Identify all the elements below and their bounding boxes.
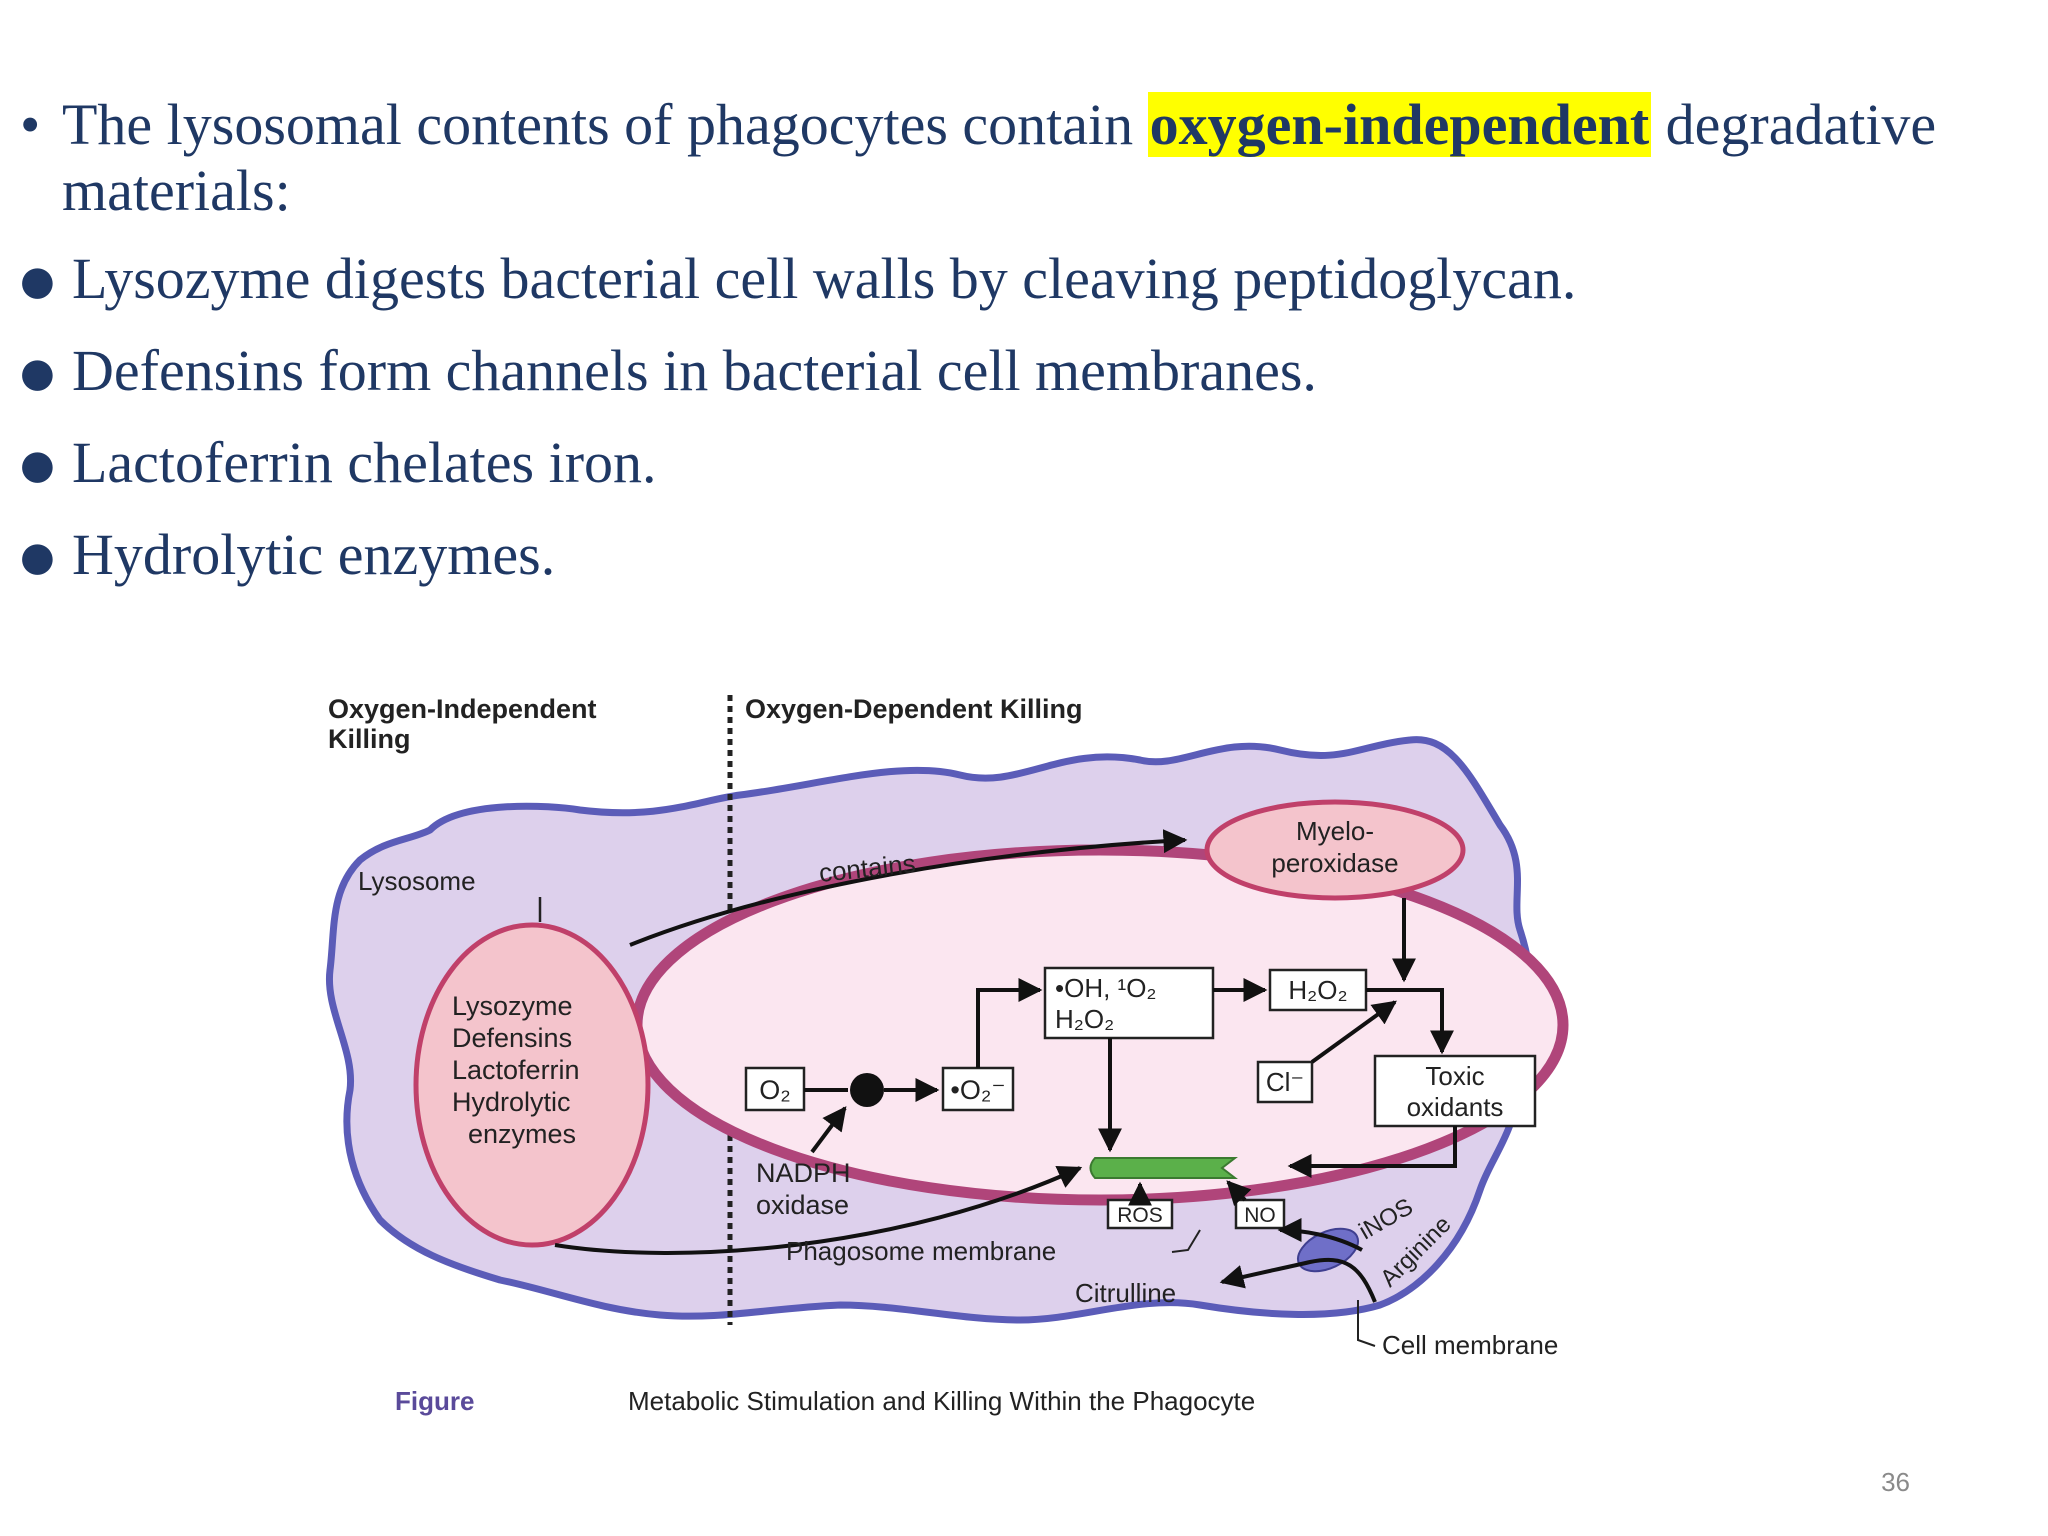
radicals-line2: H₂O₂ (1055, 1004, 1114, 1034)
lysosome-to-bacterium-arrow (554, 1166, 1083, 1255)
citrulline-label: Citrulline (1075, 1278, 1176, 1308)
intro-text: The lysosomal contents of phagocytes con… (62, 92, 2030, 224)
h2o2-to-toxic-arrow (1366, 988, 1454, 1055)
lysosome-content-hydrolytic: Hydrolytic (452, 1087, 571, 1117)
phagocyte-diagram: Oxygen-Independent Killing Oxygen-Depend… (325, 694, 1569, 1416)
nadph-oxidase-dot (850, 1073, 884, 1107)
lysosome-label: Lysosome (358, 866, 476, 896)
left-heading-line2: Killing (328, 724, 411, 754)
sub-bullet-defensins: ● Defensins form channels in bacterial ce… (20, 338, 2030, 408)
chloride-box (1256, 1060, 1314, 1104)
chloride-label: Cl⁻ (1266, 1067, 1304, 1097)
nadph-label-line1: NADPH (756, 1158, 851, 1188)
toxic-to-bacterium-arrow (1287, 1126, 1457, 1178)
myeloperoxidase-line2: peroxidase (1271, 848, 1398, 878)
cell-membrane-label: Cell membrane (1382, 1330, 1558, 1360)
radicals-line1: •OH, ¹O₂ (1055, 973, 1157, 1003)
superoxide-to-radicals-arrow (976, 978, 1043, 1068)
sub-bullet-text: Hydrolytic enzymes. (72, 522, 556, 587)
superoxide-box (941, 1066, 1015, 1112)
cell-membrane-pointer (1357, 1300, 1376, 1347)
sub-bullet-hydrolytic: ● Hydrolytic enzymes. (20, 522, 2030, 592)
right-heading: Oxygen-Dependent Killing (745, 694, 1083, 724)
bullet-dot: ● (20, 258, 55, 304)
sub-bullet-lactoferrin: ● Lactoferrin chelates iron. (20, 430, 2030, 500)
bacterium (1089, 1157, 1238, 1179)
lysosome-content-defensins: Defensins (452, 1023, 572, 1053)
phagosome-membrane-label: Phagosome membrane (786, 1236, 1056, 1266)
sub-bullet-lysozyme: ● Lysozyme digests bacterial cell walls b… (20, 246, 2030, 316)
left-heading-line1: Oxygen-Independent (328, 694, 597, 724)
toxic-oxidants-box (1373, 1054, 1537, 1128)
figure-label: Figure (395, 1386, 474, 1416)
no-label: NO (1244, 1204, 1276, 1227)
lysosome (413, 922, 651, 1248)
lysosome-content-enzymes: enzymes (468, 1119, 576, 1149)
h2o2-box (1268, 968, 1368, 1012)
intro-text-start: The lysosomal contents of phagocytes con… (62, 92, 1148, 157)
page-number: 36 (1881, 1467, 1910, 1497)
bullet-dot: • (20, 92, 41, 157)
toxic-oxidants-line1: Toxic (1425, 1061, 1484, 1091)
phagosome-membrane-pointer (1171, 1229, 1201, 1253)
myeloperoxidase (1204, 799, 1466, 901)
nadph-label-line2: oxidase (756, 1190, 849, 1220)
slide-body: • The lysosomal contents of phagocytes c… (20, 92, 2030, 592)
contains-arrow (629, 829, 1188, 947)
no-arrow (1226, 1180, 1252, 1206)
bullet-dot: ● (20, 534, 55, 580)
sub-bullet-text: Lactoferrin chelates iron. (72, 430, 657, 495)
inos-to-no-arrow (1277, 1218, 1363, 1252)
lysosome-content-lactoferrin: Lactoferrin (452, 1055, 580, 1085)
lysosome-content-lysozyme: Lysozyme (452, 991, 573, 1021)
o2-label: O₂ (759, 1075, 790, 1105)
intro-text-end: degradative materials: (62, 92, 1937, 223)
myeloperoxidase-line1: Myelo- (1296, 816, 1374, 846)
bullet-dot: ● (20, 350, 55, 396)
ros-label: ROS (1117, 1204, 1163, 1227)
chloride-arrow (1310, 1000, 1397, 1064)
figure-caption: Metabolic Stimulation and Killing Within… (628, 1386, 1255, 1416)
intro-bullet: • The lysosomal contents of phagocytes c… (20, 92, 2030, 224)
nadph-pointer-arrow (810, 1106, 847, 1154)
radicals-box (1043, 966, 1215, 1040)
bullet-dot: ● (20, 442, 55, 488)
o2-box (744, 1066, 806, 1112)
superoxide-label: •O₂⁻ (950, 1075, 1005, 1105)
toxic-oxidants-line2: oxidants (1407, 1092, 1504, 1122)
sub-bullet-text: Defensins form channels in bacterial cel… (72, 338, 1317, 403)
arginine-to-citrulline-arrow (1219, 1257, 1377, 1303)
intro-highlight: oxygen-independent (1147, 92, 1652, 157)
no-box (1234, 1198, 1286, 1230)
h2o2-label: H₂O₂ (1288, 975, 1347, 1005)
sub-bullet-text: Lysozyme digests bacterial cell walls by… (72, 246, 1577, 311)
